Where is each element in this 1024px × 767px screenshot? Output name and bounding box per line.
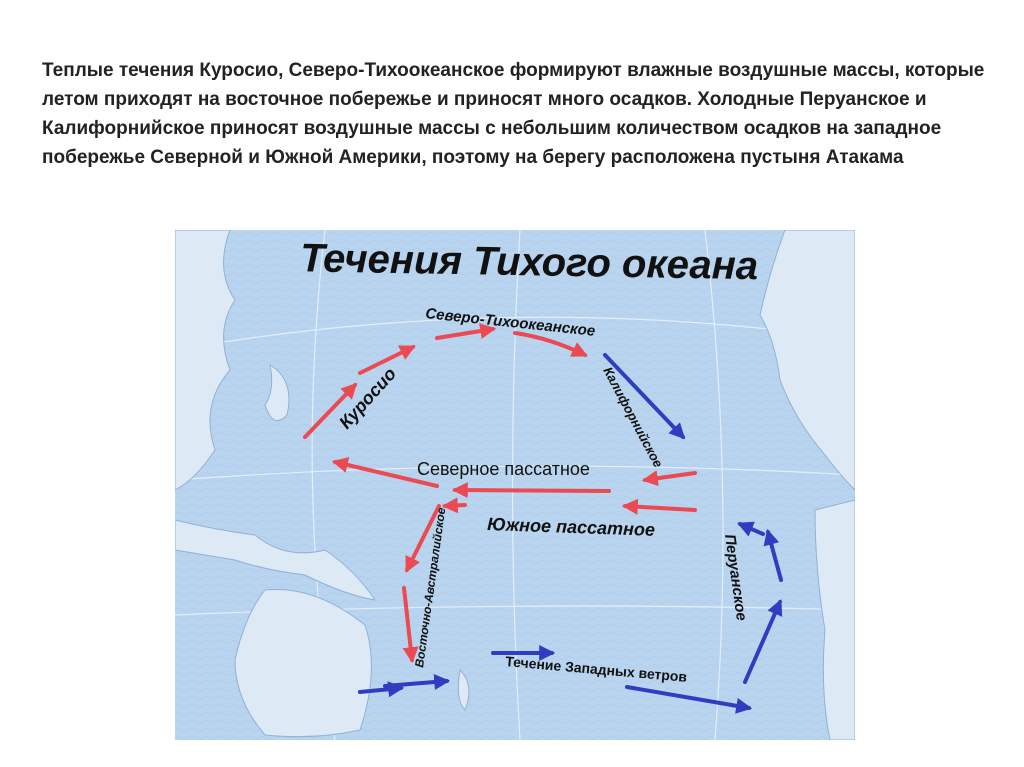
north-equatorial-arrow-middle: [451, 482, 611, 499]
east-australian-arrow-upper: [405, 504, 441, 573]
australia: [234, 588, 372, 738]
kuroshio-arrow-upper: [358, 345, 416, 375]
north-pacific-arrow-2: [513, 331, 588, 357]
north-pacific-arrow-1: [435, 323, 497, 340]
japan-islands: [264, 363, 290, 422]
peruvian-arrow-top: [763, 528, 783, 582]
landmasses: [175, 230, 855, 740]
indonesia-islands: [175, 519, 377, 601]
cold-current-arrows: [358, 353, 783, 714]
map-svg: Течения Тихого океана Кур: [175, 230, 855, 740]
west-winds-arrow-4: [625, 685, 753, 714]
caption-text: Теплые течения Куросио, Северо-Тихоокеан…: [42, 60, 985, 168]
south-equatorial-arrow-east: [621, 498, 697, 515]
warm-current-arrows: [303, 323, 697, 664]
east-australian-arrow-lower: [402, 586, 419, 664]
new-zealand: [457, 668, 470, 711]
west-winds-arrow-1: [358, 681, 405, 698]
south-america: [814, 499, 855, 740]
south-equatorial-arrow-west: [441, 497, 467, 514]
pacific-currents-map: Течения Тихого океана Кур: [175, 230, 855, 740]
kuroshio-arrow-lower: [303, 382, 358, 439]
peruvian-arrow-lower: [743, 599, 783, 684]
north-america: [759, 230, 855, 491]
north-equatorial-arrow-west: [331, 457, 439, 488]
californian-arrow: [603, 353, 686, 440]
asia-coast: [175, 230, 236, 491]
north-equatorial-arrow-east: [641, 470, 697, 487]
map-title: Течения Тихого океана: [300, 236, 759, 288]
peruvian-arrow-upper: [737, 521, 765, 537]
label-north-equatorial: Северное пассатное: [417, 459, 590, 479]
west-winds-arrow-2: [383, 674, 451, 691]
